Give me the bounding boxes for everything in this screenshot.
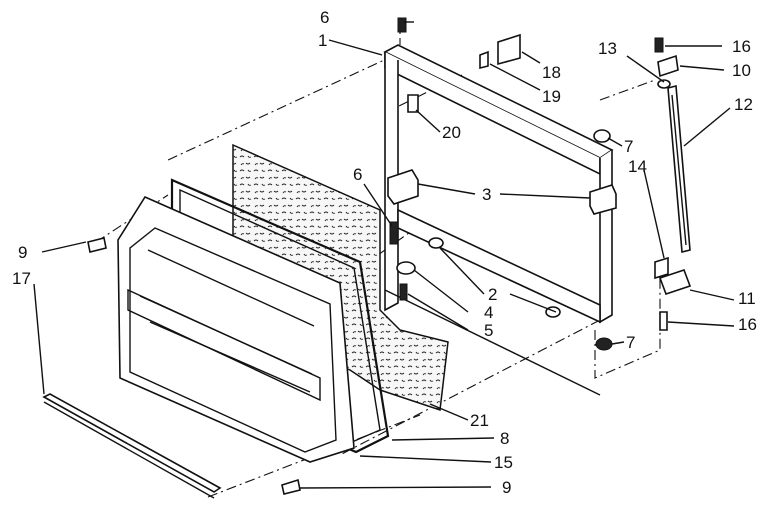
label-1: 1 xyxy=(318,31,327,50)
label-21: 21 xyxy=(470,411,489,430)
door-liner xyxy=(117,195,355,463)
label-16b: 16 xyxy=(738,315,757,334)
label-3: 3 xyxy=(482,185,491,204)
label-6a: 6 xyxy=(320,8,329,27)
label-18: 18 xyxy=(542,63,561,82)
label-4: 4 xyxy=(484,303,493,322)
label-9a: 9 xyxy=(18,243,27,262)
label-2: 2 xyxy=(488,285,497,304)
label-9b: 9 xyxy=(502,478,511,497)
label-19: 19 xyxy=(542,87,561,106)
label-16a: 16 xyxy=(732,37,751,56)
shelf-trim xyxy=(42,393,222,499)
hinge-brackets xyxy=(387,169,617,215)
label-10: 10 xyxy=(732,61,751,80)
alignment-lines xyxy=(95,18,661,498)
label-14: 14 xyxy=(628,157,647,176)
label-7a: 7 xyxy=(624,137,633,156)
label-7b: 7 xyxy=(626,333,635,352)
callout-labels: 1 6 18 19 20 7 6 3 2 4 5 7 21 8 15 9 9 1… xyxy=(12,8,757,497)
label-5: 5 xyxy=(484,321,493,340)
hinge-rod xyxy=(667,84,691,254)
label-6b: 6 xyxy=(353,165,362,184)
label-15: 15 xyxy=(494,453,513,472)
label-12: 12 xyxy=(734,95,753,114)
label-11: 11 xyxy=(738,289,756,308)
label-17: 17 xyxy=(12,269,31,288)
label-20: 20 xyxy=(442,123,461,142)
hardware xyxy=(87,17,692,495)
label-13: 13 xyxy=(598,39,617,58)
label-8: 8 xyxy=(500,429,509,448)
leader-lines xyxy=(33,21,735,489)
